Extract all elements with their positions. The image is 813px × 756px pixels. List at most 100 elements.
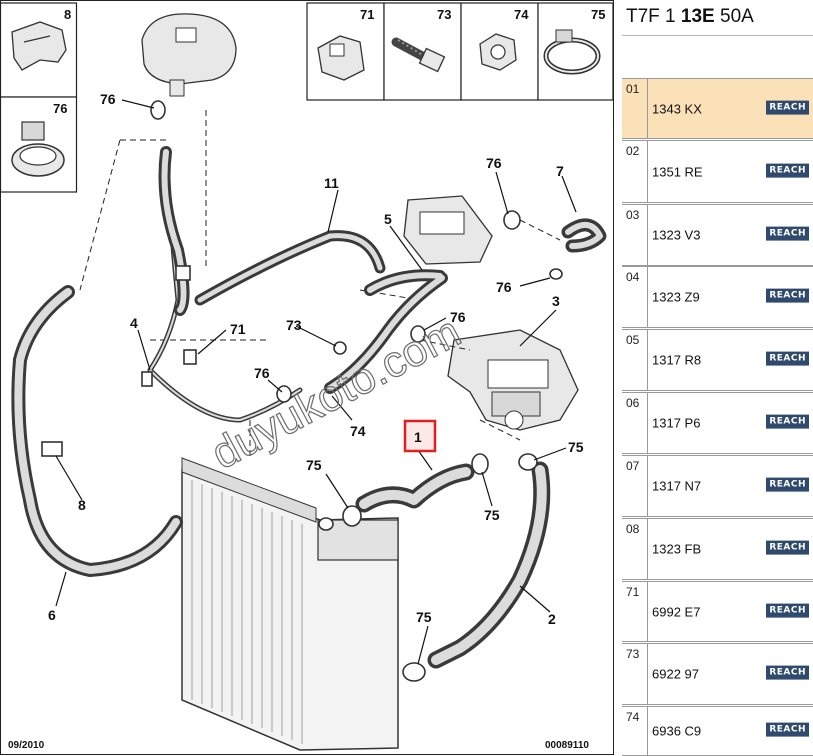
part-reference: 1317 R8 — [652, 352, 702, 368]
inset-box-8[interactable]: 8 — [0, 2, 78, 98]
header-bold: 13E — [680, 6, 715, 27]
reach-badge[interactable]: REACH — [766, 351, 809, 366]
part-reference: 1317 N7 — [652, 478, 702, 494]
callout-76-c[interactable]: 76 — [496, 279, 512, 295]
reach-badge[interactable]: REACH — [766, 163, 809, 178]
reach-badge[interactable]: REACH — [766, 540, 809, 555]
row-index: 07 — [622, 456, 648, 516]
inset-label-76: 76 — [53, 101, 67, 116]
callout-76-b[interactable]: 76 — [486, 155, 502, 171]
row-index: 06 — [622, 393, 648, 453]
callout-2[interactable]: 2 — [548, 611, 556, 627]
part-reference: 1323 V3 — [652, 227, 701, 243]
exploded-parts-diagram: 8 76 71 73 74 75 — [0, 0, 615, 756]
callout-3[interactable]: 3 — [552, 293, 560, 309]
row-index: 71 — [622, 582, 648, 641]
part-reference: 1317 P6 — [652, 415, 701, 431]
part-reference: 1323 FB — [652, 541, 702, 557]
row-index: 08 — [622, 519, 648, 579]
reach-badge[interactable]: REACH — [766, 603, 809, 618]
callout-1[interactable]: 1 — [414, 429, 422, 445]
date-code: 09/2010 — [8, 740, 45, 751]
callout-8[interactable]: 8 — [78, 497, 86, 513]
clamps — [41, 100, 563, 682]
panel-header: T7F 1 13E 50A — [622, 0, 813, 36]
callout-4[interactable]: 4 — [130, 315, 138, 331]
hose-11 — [194, 230, 386, 306]
reach-badge[interactable]: REACH — [766, 477, 809, 492]
part-reference: 1323 Z9 — [652, 289, 700, 305]
hose-7 — [561, 218, 607, 253]
callout-76-e[interactable]: 76 — [254, 365, 270, 381]
part-reference: 6922 97 — [652, 666, 699, 682]
reach-badge[interactable]: REACH — [766, 414, 809, 429]
callout-11[interactable]: 11 — [324, 175, 339, 191]
thermostat-housing — [447, 329, 579, 431]
hose-6 — [11, 285, 183, 577]
callout-75-a[interactable]: 75 — [568, 439, 584, 455]
inset-box-76[interactable]: 76 — [0, 96, 78, 193]
diagram-reference: 00089110 — [545, 740, 589, 751]
parts-row-02[interactable]: 02 1351 RE REACH — [622, 140, 813, 203]
inset-label-75: 75 — [591, 7, 605, 22]
callout-75-b[interactable]: 75 — [306, 457, 322, 473]
reach-badge[interactable]: REACH — [766, 226, 809, 241]
header-prefix: T7F 1 — [626, 6, 676, 27]
inset-label-71: 71 — [360, 7, 374, 22]
row-index: 73 — [622, 644, 648, 704]
parts-row-71[interactable]: 71 6992 E7 REACH — [622, 581, 813, 642]
part-reference: 6936 C9 — [652, 723, 702, 739]
row-index: 03 — [622, 205, 648, 265]
callout-5[interactable]: 5 — [384, 211, 392, 227]
row-index: 04 — [622, 267, 648, 327]
callout-75-d[interactable]: 75 — [416, 609, 432, 625]
diagram-drawing: 8 76 71 73 74 75 — [0, 0, 614, 755]
callout-74[interactable]: 74 — [350, 423, 366, 439]
inset-label-73: 73 — [437, 7, 451, 22]
inset-box-75[interactable]: 75 — [537, 2, 614, 101]
diagram-frame — [0, 0, 614, 755]
header-suffix: 50A — [720, 6, 754, 27]
expansion-tank — [141, 13, 237, 97]
row-index: 05 — [622, 330, 648, 390]
inset-box-73[interactable]: 73 — [383, 2, 462, 101]
callout-6[interactable]: 6 — [48, 607, 56, 623]
radiator — [181, 457, 399, 751]
inset-box-74[interactable]: 74 — [460, 2, 539, 101]
hose-1 — [355, 463, 475, 513]
callout-75-c[interactable]: 75 — [484, 507, 500, 523]
reach-badge[interactable]: REACH — [766, 100, 809, 115]
callout-73[interactable]: 73 — [286, 317, 302, 333]
reach-badge[interactable]: REACH — [766, 665, 809, 680]
routing-dashes — [79, 110, 561, 460]
callout-7[interactable]: 7 — [556, 163, 564, 179]
row-index: 02 — [622, 141, 648, 202]
hose-tank-feed — [158, 146, 190, 316]
part-reference: 1351 RE — [652, 164, 703, 179]
hose-5 — [324, 269, 448, 394]
row-index: 74 — [622, 707, 648, 755]
callout-76-a[interactable]: 76 — [100, 91, 116, 107]
part-reference: 6992 E7 — [652, 604, 701, 619]
inset-box-71[interactable]: 71 — [306, 2, 385, 101]
selected-part-highlight[interactable] — [403, 419, 437, 453]
heater-valve-part — [403, 195, 493, 265]
reach-badge[interactable]: REACH — [766, 288, 809, 303]
callout-numbers[interactable]: 1 2 3 4 5 6 7 8 11 71 73 74 75 75 75 75 … — [48, 91, 584, 627]
callout-71[interactable]: 71 — [230, 321, 246, 337]
callout-76-d[interactable]: 76 — [450, 309, 466, 325]
leader-lines — [55, 99, 577, 665]
hose-2 — [427, 461, 551, 669]
inset-label-74: 74 — [514, 7, 529, 22]
reach-badge[interactable]: REACH — [766, 722, 809, 737]
